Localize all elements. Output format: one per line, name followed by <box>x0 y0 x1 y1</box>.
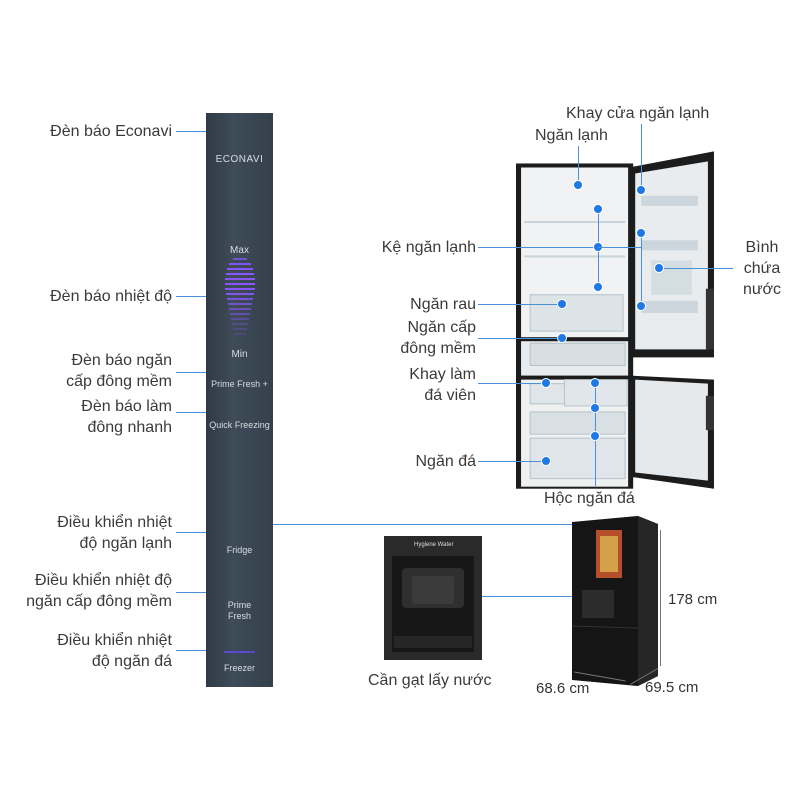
label-soft-freeze-indicator: Đèn báo ngăn cấp đông mềm <box>66 352 172 390</box>
label-fridge-shelf: Kệ ngăn lạnh <box>381 239 476 256</box>
callout-dot <box>636 301 646 311</box>
label-ice-tray: Khay làm đá viên <box>409 366 476 404</box>
dispenser-caption: Cần gạt lấy nước <box>368 672 492 689</box>
label-door-tray: Khay cửa ngăn lạnh <box>566 105 710 122</box>
callout-dot <box>636 228 646 238</box>
leader-line <box>478 383 546 384</box>
label-freezer-control: Điều khiển nhiệt độ ngăn đá <box>57 632 172 670</box>
open-fridge-illustration <box>516 151 714 489</box>
callout-dot <box>557 299 567 309</box>
leader-line <box>641 124 642 190</box>
label-soft-freeze: Ngăn cấp đông mềm <box>400 319 476 357</box>
callout-dot <box>590 431 600 441</box>
max-text: Max <box>230 245 249 256</box>
label-soft-freeze-control: Điều khiển nhiệt độ ngăn cấp đông mềm <box>26 572 172 610</box>
callout-dot <box>590 403 600 413</box>
quick-freezing-text: Quick Freezing <box>209 420 270 430</box>
width-dimension: 68.6 cm <box>536 680 590 697</box>
leader-line <box>478 461 546 462</box>
label-fridge-compartment: Ngăn lạnh <box>535 127 608 144</box>
label-vegetable: Ngăn rau <box>410 296 476 313</box>
leader-line <box>478 247 598 248</box>
leader-line <box>273 524 598 525</box>
fridge-front-illustration <box>572 516 658 686</box>
prime-fresh-plus-text: Prime Fresh + <box>211 379 268 389</box>
label-water-tank: Bình chứa nước <box>742 239 782 298</box>
prime-fresh-button[interactable]: Prime Fresh <box>227 600 252 621</box>
leader-line <box>482 596 594 597</box>
height-dimension-line <box>660 530 661 666</box>
label-freezer: Ngăn đá <box>415 453 477 470</box>
callout-dot <box>573 180 583 190</box>
leader-line <box>641 232 642 306</box>
callout-dot <box>590 378 600 388</box>
min-text: Min <box>231 349 248 360</box>
label-temp-indicator: Đèn báo nhiệt độ <box>50 288 172 305</box>
leader-line <box>478 338 562 339</box>
leader-line <box>478 304 562 305</box>
temperature-indicator-bars <box>224 258 255 346</box>
label-fridge-control: Điều khiển nhiệt độ ngăn lạnh <box>57 514 172 552</box>
water-dispenser-illustration <box>384 536 482 660</box>
callout-dot <box>636 185 646 195</box>
leader-line <box>659 268 733 269</box>
callout-dot <box>654 263 664 273</box>
label-econavi-light: Đèn báo Econavi <box>50 123 172 140</box>
leader-line <box>578 146 579 184</box>
depth-dimension: 69.5 cm <box>645 679 699 696</box>
callout-dot <box>541 378 551 388</box>
callout-dot <box>541 456 551 466</box>
callout-dot <box>557 333 567 343</box>
callout-dot <box>593 204 603 214</box>
econavi-text: ECONAVI <box>215 154 264 165</box>
height-dimension: 178 cm <box>668 591 718 608</box>
dispenser-brand: Hygiene Water <box>414 542 454 548</box>
leader-line <box>598 247 641 248</box>
callout-dot <box>593 282 603 292</box>
label-freezer-drawer: Hộc ngăn đá <box>544 490 635 507</box>
freezer-button[interactable]: Freezer <box>223 663 255 673</box>
control-panel: ECONAVI Max Min Prime Fresh + Quick Free… <box>206 113 273 687</box>
freezer-indicator-light <box>224 651 255 653</box>
label-quick-freeze-indicator: Đèn báo làm đông nhanh <box>81 398 172 436</box>
fridge-button[interactable]: Fridge <box>226 545 253 555</box>
